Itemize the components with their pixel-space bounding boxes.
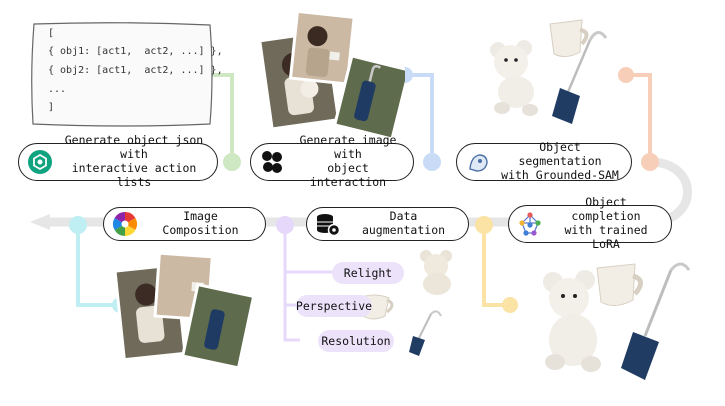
augment-option-resolution: Resolution [318,330,394,352]
orange-dot-top [618,67,634,83]
step-image-composition: Image Composition [103,207,266,241]
json-line: ] [48,102,55,113]
cup-image [596,263,643,306]
relight-teddy-image [420,250,452,295]
step-label: Data augmentation [347,209,468,238]
step-label-line2: with trained LoRA [564,223,648,251]
purple-connector [283,225,335,342]
database-gear-icon [317,214,341,237]
json-line: ... [48,84,67,95]
teddy-bear-image [543,270,601,372]
composition-collage [113,252,256,367]
flow-arrowhead [30,214,50,230]
blue-connector [405,73,434,162]
umbrella-image [552,31,608,124]
yellow-dot-top [475,216,493,234]
json-line: { obj1: [act1, act2, ...] }, [48,46,223,57]
yellow-connector [482,225,510,307]
step-label: Object segmentation with Grounded-SAM [497,141,631,182]
completed-objects [543,262,691,380]
step-label-line1: Object completion [571,195,641,224]
cup-image [549,19,589,58]
step-label-line2: interactive action lists [71,161,197,189]
step-generate-json: Generate object json with interactive ac… [18,134,218,189]
json-box-frame [31,22,213,127]
color-wheel-icon [112,212,138,236]
json-line: { obj2: [act1, act2, ...] }, [48,65,223,76]
augment-option-perspective: Perspective [296,295,372,317]
step-label-line1: Image Composition [162,209,239,237]
step-label-line1: Generate image with [299,133,397,162]
step-label-line1: Data augmentation [361,209,446,237]
step-label: Image Composition [144,209,265,238]
green-dot-bottom [223,153,241,171]
photo-umbrella [180,282,256,367]
blue-dot-bottom [423,153,441,171]
cyan-dot-top [69,216,87,234]
step-label: Generate image with object interaction [291,134,413,189]
step-generate-image: Generate image with object interaction [250,134,414,189]
generator-icon [262,151,282,173]
segmented-objects [490,19,608,124]
resolution-umbrella-image [409,310,442,356]
generated-images-collage [258,12,405,137]
network-icon [519,212,541,236]
step-label-line2: object interaction [309,161,387,189]
json-box: [ { obj1: [act1, act2, ...] }, { obj2: [… [28,20,223,130]
step-label-line2: with Grounded-SAM [501,167,619,182]
segmentation-icon [469,154,488,172]
photo-woman-cup [288,12,356,86]
step-object-segmentation: Object segmentation with Grounded-SAM [456,141,632,182]
yellow-dot-bottom [502,297,518,313]
step-label: Generate object json with interactive ac… [59,134,217,189]
step-label-line1: Object segmentation [518,140,602,169]
teddy-bear-image [490,40,538,116]
orange-dot-bottom [641,153,659,171]
umbrella-image [621,262,691,380]
step-data-augmentation: Data augmentation [306,207,469,241]
step-label-line1: Generate object json with [64,133,204,162]
step-label: Object completion with trained LoRA [549,196,671,251]
step-object-completion: Object completion with trained LoRA [508,196,672,251]
purple-dot [276,216,294,234]
augment-option-relight: Relight [332,262,404,284]
green-connector [205,73,234,162]
json-line: [ [48,28,55,39]
photo-umbrella [332,54,405,137]
openai-icon [28,150,52,174]
cyan-connector [76,225,120,307]
